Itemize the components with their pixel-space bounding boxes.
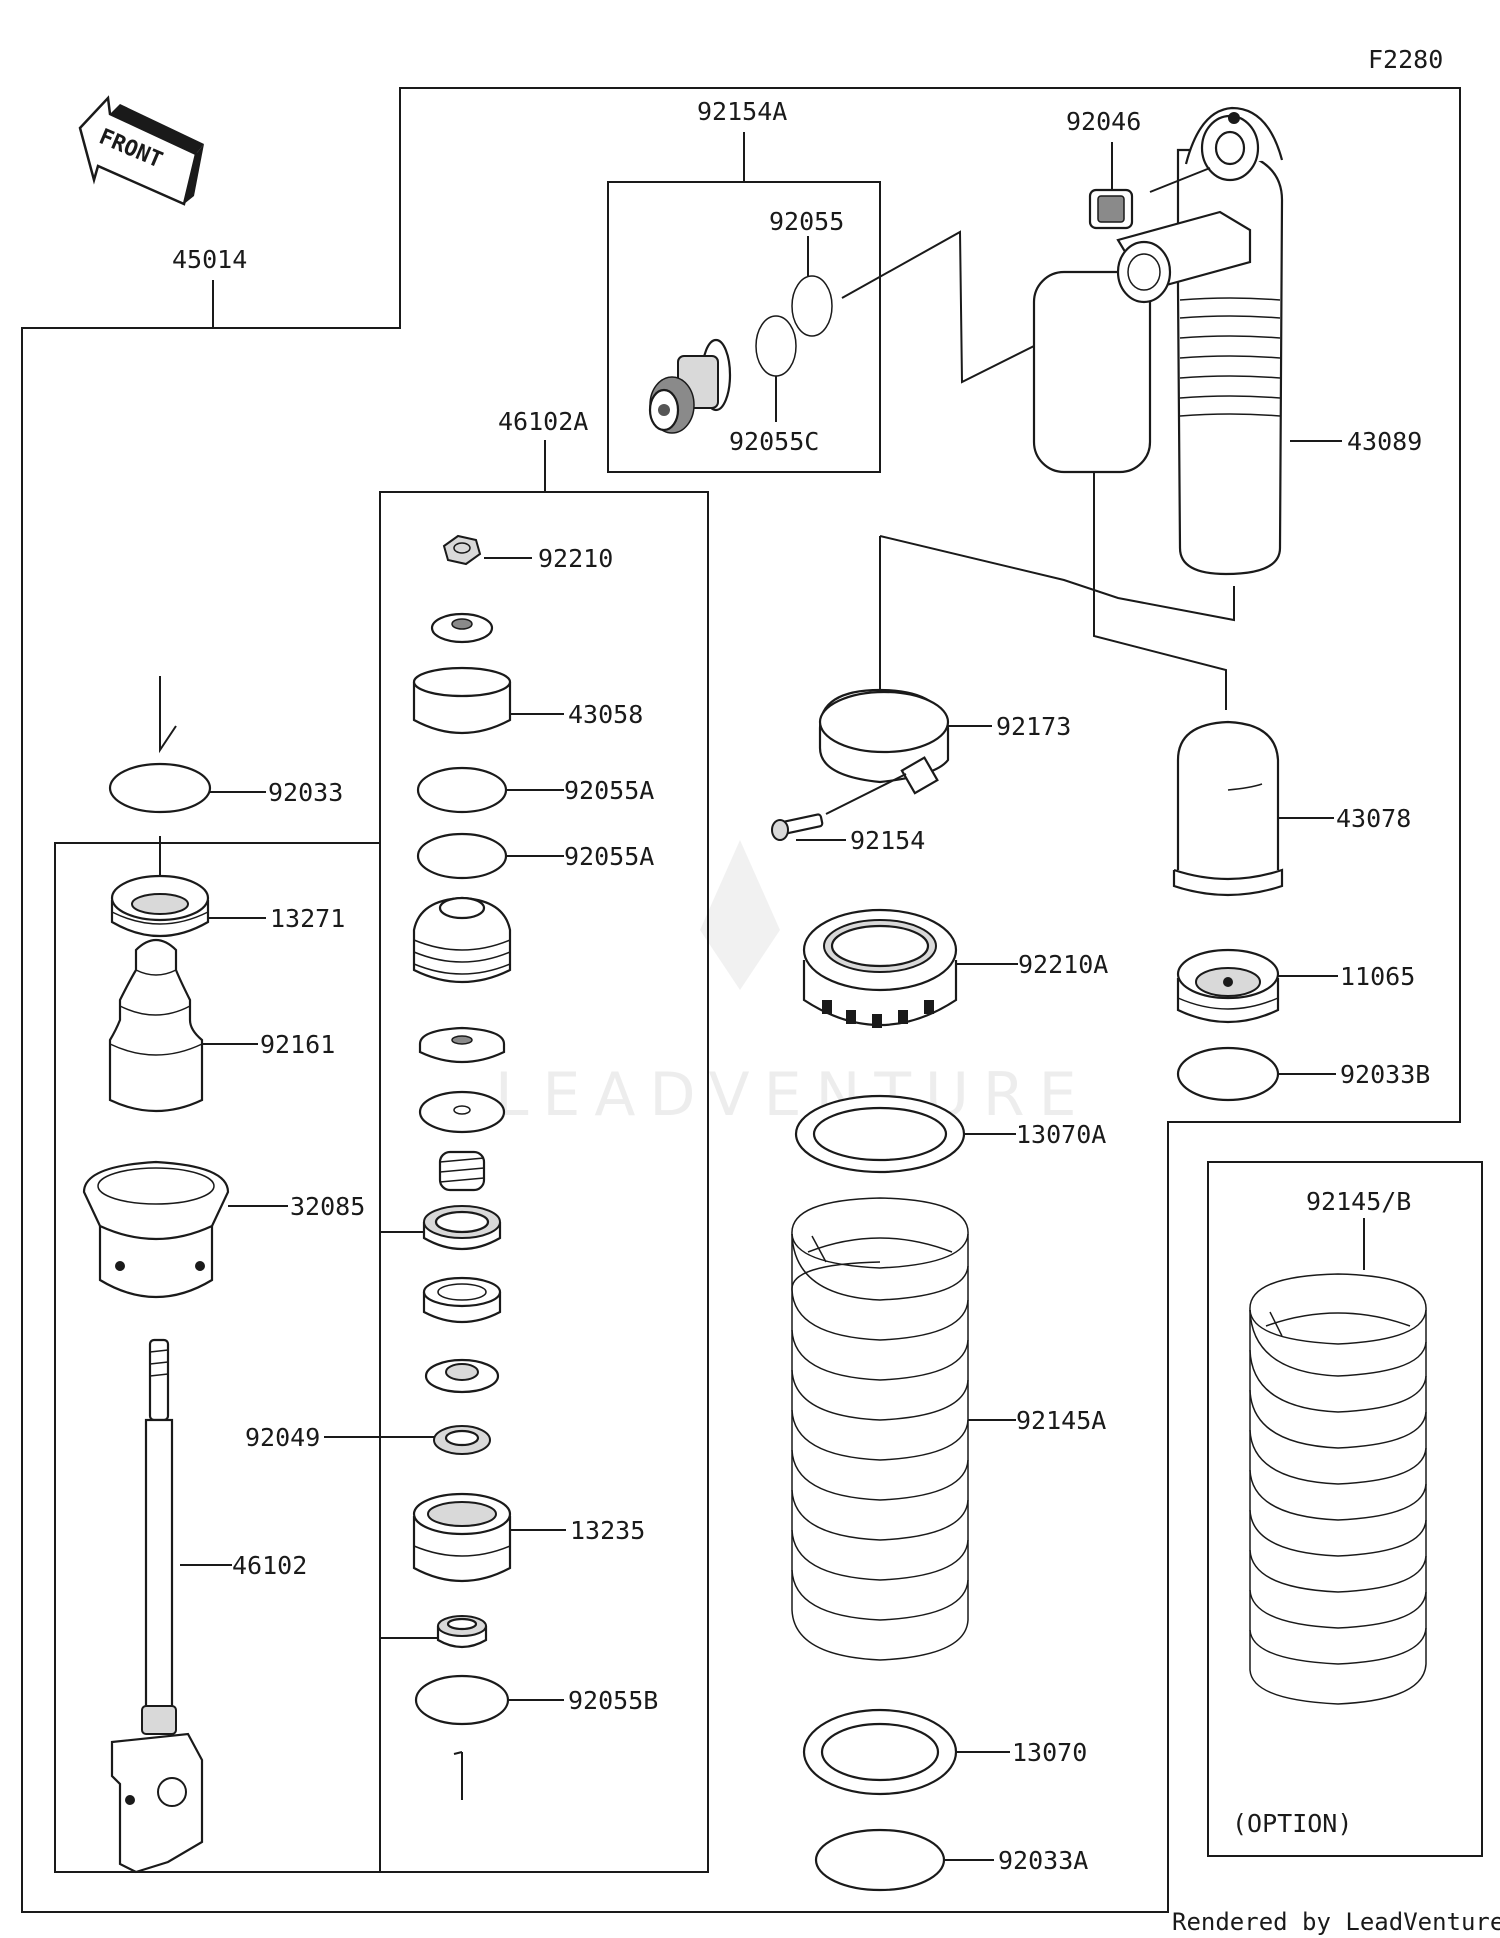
label-92173: 92173 bbox=[996, 712, 1071, 741]
valve-part bbox=[648, 338, 732, 434]
label-32085: 32085 bbox=[290, 1192, 365, 1221]
cap-13235 bbox=[412, 1492, 512, 1582]
seat-13070 bbox=[802, 1708, 958, 1796]
spring-92145B bbox=[1249, 1273, 1427, 1705]
label-13271: 13271 bbox=[270, 904, 345, 933]
shock-body-43089 bbox=[1032, 106, 1284, 576]
nut-92210A bbox=[802, 908, 958, 1028]
option-label: (OPTION) bbox=[1232, 1809, 1352, 1838]
shim-1 bbox=[418, 1026, 506, 1064]
label-46102: 46102 bbox=[232, 1551, 307, 1580]
credit-text: Rendered by LeadVenture, Inc. bbox=[1172, 1908, 1500, 1936]
diagram-code: F2280 bbox=[1368, 45, 1443, 74]
label-92154: 92154 bbox=[850, 826, 925, 855]
oring-92055 bbox=[791, 275, 833, 337]
oring-92055A-2 bbox=[416, 832, 508, 880]
watermark: LEADVENTURE bbox=[495, 840, 1091, 1130]
label-13070A: 13070A bbox=[1016, 1120, 1106, 1149]
label-92033A: 92033A bbox=[998, 1846, 1088, 1875]
oring-92055A-1 bbox=[416, 766, 508, 814]
label-92145A: 92145A bbox=[1016, 1406, 1106, 1435]
label-43089: 43089 bbox=[1347, 427, 1422, 456]
seal-small bbox=[436, 1615, 488, 1649]
label-46102A: 46102A bbox=[498, 407, 588, 436]
bushing-43058 bbox=[412, 666, 512, 734]
label-43078: 43078 bbox=[1336, 804, 1411, 833]
oring-92055C bbox=[755, 315, 797, 377]
label-92154A: 92154A bbox=[697, 97, 787, 126]
shim-2 bbox=[418, 1090, 506, 1134]
label-92055B: 92055B bbox=[568, 1686, 658, 1715]
clip-92033B bbox=[1176, 1046, 1280, 1102]
label-92210: 92210 bbox=[538, 544, 613, 573]
seal-92049 bbox=[433, 1425, 491, 1455]
clamp-92173 bbox=[818, 688, 950, 795]
rod-46102 bbox=[110, 1338, 204, 1874]
label-92049: 92049 bbox=[245, 1423, 320, 1452]
label-92033: 92033 bbox=[268, 778, 343, 807]
label-92145B: 92145/B bbox=[1306, 1187, 1411, 1216]
cap-11065 bbox=[1176, 948, 1280, 1024]
label-45014: 45014 bbox=[172, 245, 247, 274]
watermark-text: LEADVENTURE bbox=[495, 1060, 1091, 1130]
label-13235: 13235 bbox=[570, 1516, 645, 1545]
washer-1 bbox=[430, 612, 494, 644]
label-92210A: 92210A bbox=[1018, 950, 1108, 979]
cup-32085 bbox=[82, 1160, 230, 1299]
box-option bbox=[1207, 1161, 1483, 1857]
clip-92033 bbox=[108, 762, 212, 814]
box-46102 bbox=[54, 842, 380, 1873]
label-92055C: 92055C bbox=[729, 427, 819, 456]
seat-13070A bbox=[794, 1094, 966, 1174]
label-43058: 43058 bbox=[568, 700, 643, 729]
piston-head bbox=[412, 896, 512, 984]
washer-2 bbox=[424, 1358, 500, 1394]
spring-small bbox=[438, 1150, 486, 1192]
clip-92033A bbox=[814, 1828, 946, 1892]
seal-1 bbox=[422, 1205, 502, 1251]
label-92161: 92161 bbox=[260, 1030, 335, 1059]
spring-92145A bbox=[791, 1197, 969, 1661]
label-92055A-1: 92055A bbox=[564, 776, 654, 805]
label-92046: 92046 bbox=[1066, 107, 1141, 136]
label-13070: 13070 bbox=[1012, 1738, 1087, 1767]
assembly-45014-outline bbox=[21, 87, 1461, 1913]
screw-92154 bbox=[771, 813, 824, 841]
label-92055A-2: 92055A bbox=[564, 842, 654, 871]
label-92055: 92055 bbox=[769, 207, 844, 236]
reservoir-cap-43078 bbox=[1172, 720, 1284, 897]
bushing-2 bbox=[422, 1276, 502, 1324]
label-11065: 11065 bbox=[1340, 962, 1415, 991]
nut-92210 bbox=[442, 534, 482, 566]
bumper-92161 bbox=[108, 938, 204, 1113]
watermark-logo-icon bbox=[700, 840, 780, 990]
label-92033B: 92033B bbox=[1340, 1060, 1430, 1089]
bearing-92046 bbox=[1088, 188, 1134, 230]
front-arrow-icon: FRONT bbox=[78, 95, 204, 206]
oring-92055B bbox=[414, 1674, 510, 1726]
cap-13271 bbox=[110, 874, 210, 937]
